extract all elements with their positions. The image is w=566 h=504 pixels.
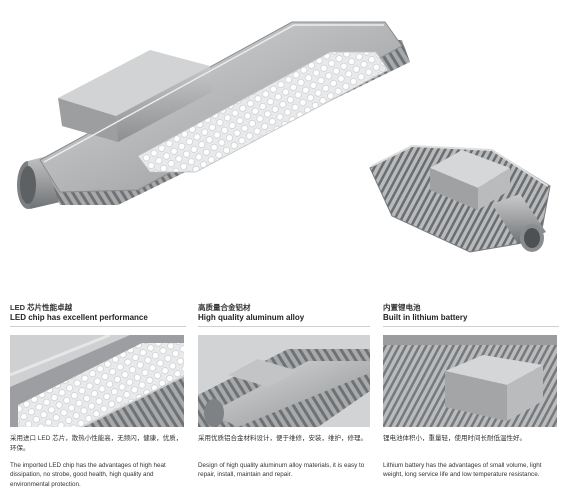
feature-title-en: High quality aluminum alloy: [198, 313, 305, 322]
feature-title-en: Built in lithium battery: [383, 313, 468, 322]
aluminum-housing-image: [198, 335, 370, 427]
feature-title-cn: LED 芯片性能卓越: [10, 303, 73, 312]
feature-desc-en: Lithium battery has the advantages of sm…: [383, 462, 542, 479]
feature-divider: [10, 326, 186, 327]
feature-desc-en: Design of high quality aluminum alloy ma…: [198, 462, 365, 479]
small-lamp-render: [369, 144, 551, 253]
feature-divider: [383, 326, 559, 327]
feature-desc-cn: 采用进口 LED 芯片，散热小性能高，无频闪，健康，优质，环保。: [10, 435, 183, 452]
feature-divider: [198, 326, 370, 327]
led-chip-closeup-image: [10, 335, 184, 427]
product-hero-image: [17, 21, 551, 253]
feature-desc-cn: 锂电池体积小，重量轻，使用时间长耐低温性好。: [383, 435, 526, 442]
battery-compartment-image: [383, 335, 557, 427]
feature-aluminum-alloy: 高质量合金铝材 High quality aluminum alloy 采用优质…: [198, 303, 372, 478]
feature-led-chip: LED 芯片性能卓越 LED chip has excellent perfor…: [10, 303, 186, 488]
feature-desc-cn: 采用优质铝合金材料设计，便于维修，安装，维护，修理。: [198, 435, 367, 442]
large-lamp-render: [17, 21, 410, 209]
feature-lithium-battery: 内置锂电池 Built in lithium battery 锂电池体积小，重量…: [383, 303, 559, 478]
feature-desc-en: The imported LED chip has the advantages…: [10, 462, 166, 488]
feature-title-cn: 高质量合金铝材: [198, 303, 251, 312]
feature-title-cn: 内置锂电池: [383, 303, 421, 312]
feature-title-en: LED chip has excellent performance: [10, 313, 148, 322]
